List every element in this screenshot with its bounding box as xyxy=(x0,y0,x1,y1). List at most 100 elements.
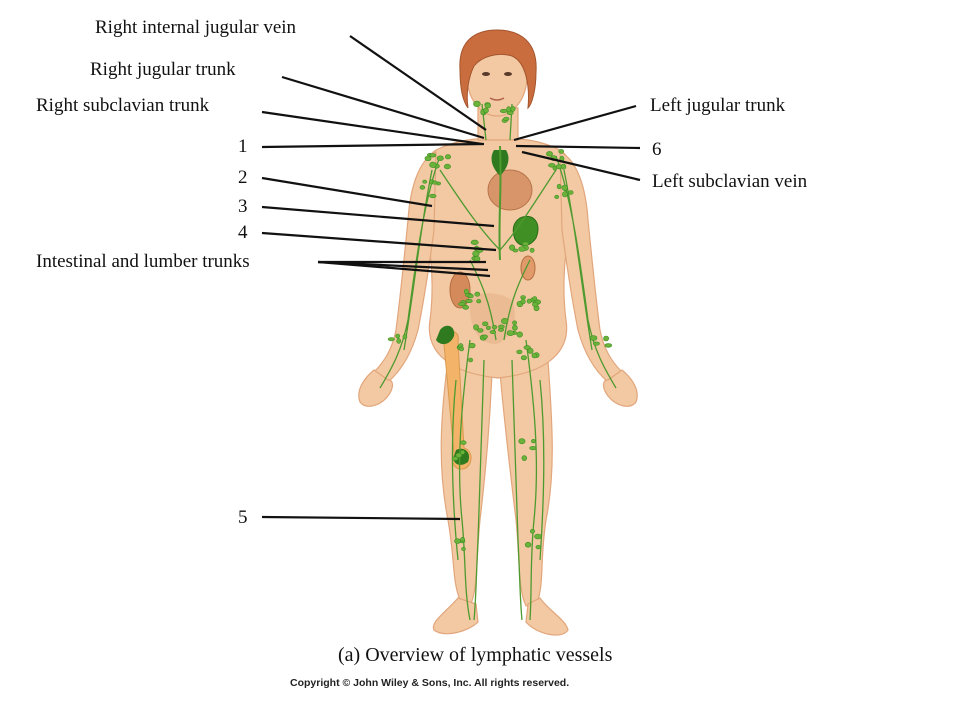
lymph-node xyxy=(458,346,464,352)
lymph-node xyxy=(527,347,534,354)
lymph-node xyxy=(531,439,536,444)
lymph-node xyxy=(512,248,519,253)
lymph-node xyxy=(468,357,473,363)
lymph-node xyxy=(604,343,613,348)
lymph-node xyxy=(532,301,539,307)
lymph-node xyxy=(396,338,402,344)
lymph-node xyxy=(560,163,567,170)
left-arm xyxy=(559,151,623,383)
lymph-node xyxy=(461,547,466,551)
lymph-node xyxy=(506,106,512,113)
lymph-node xyxy=(395,333,401,339)
lymph-node xyxy=(518,438,526,445)
label-right-jugular-trunk: Right jugular trunk xyxy=(90,59,236,80)
lymph-node xyxy=(429,161,437,168)
lymph-node xyxy=(474,291,481,297)
lymph-node xyxy=(468,342,476,349)
lymph-node xyxy=(589,335,598,341)
leader-right-internal-jugular-vein xyxy=(349,35,487,131)
lymph-node xyxy=(472,250,480,257)
leader-4 xyxy=(261,231,497,252)
lymph-node xyxy=(501,318,509,325)
lymph-node xyxy=(558,149,565,154)
lymph-node xyxy=(460,449,465,455)
lymph-node xyxy=(458,302,466,307)
leader-left-jugular-trunk xyxy=(513,104,637,142)
lymph-node xyxy=(510,106,516,112)
leader-lines xyxy=(261,35,641,521)
leader-1 xyxy=(261,142,485,149)
lymph-node xyxy=(429,153,437,158)
lymph-node xyxy=(524,541,532,548)
lymph-node xyxy=(529,528,535,534)
lymph-node xyxy=(455,452,462,458)
lymph-node xyxy=(526,298,532,304)
lymph-node xyxy=(470,239,479,245)
lymph-node xyxy=(562,191,568,198)
lymph-node xyxy=(477,328,484,333)
lymph-node xyxy=(518,246,526,252)
lymph-node xyxy=(592,341,600,346)
number-2: 2 xyxy=(238,167,248,188)
right-hand xyxy=(358,369,394,407)
lymph-node xyxy=(451,456,459,461)
lymph-node xyxy=(444,154,451,160)
right-foot xyxy=(432,597,479,635)
lymph-node xyxy=(467,293,474,299)
right-leg-vessels xyxy=(451,339,485,621)
label-left-jugular-trunk: Left jugular trunk xyxy=(650,95,786,116)
lymph-node xyxy=(476,299,482,304)
leader-left-subclavian-vein xyxy=(521,150,641,182)
label-intestinal-and-lumber-trunks: Intestinal and lumber trunks xyxy=(36,251,250,272)
label-left-subclavian-vein: Left subclavian vein xyxy=(652,171,808,192)
right-kidney xyxy=(449,271,471,309)
left-kidney xyxy=(520,255,536,281)
lymph-node xyxy=(422,179,428,184)
lymph-node xyxy=(503,116,510,122)
lymph-node xyxy=(424,155,432,162)
lymph-node xyxy=(512,320,517,326)
lymph-node xyxy=(554,194,560,199)
lymph-node xyxy=(436,155,444,161)
number-5: 5 xyxy=(238,507,248,528)
number-6: 6 xyxy=(652,139,662,160)
lymph-node xyxy=(484,103,491,109)
lymph-node xyxy=(521,455,527,461)
leader-right-jugular-trunk xyxy=(281,75,485,140)
leader-intestinal-b xyxy=(317,260,491,278)
left-eye xyxy=(504,72,512,76)
lymph-node xyxy=(497,327,504,332)
leader-5 xyxy=(261,515,461,521)
lymph-node xyxy=(489,330,497,335)
lymph-node xyxy=(460,536,465,542)
lymph-node xyxy=(491,325,498,330)
left-foot xyxy=(525,597,569,636)
lymph-node xyxy=(443,163,451,170)
lymph-node xyxy=(520,298,526,305)
lymph-node xyxy=(402,334,408,340)
lymph-node xyxy=(516,349,523,355)
leader-6 xyxy=(515,144,641,150)
hair xyxy=(459,29,537,110)
lymph-node xyxy=(529,247,535,253)
lymph-node xyxy=(546,151,553,157)
number-3: 3 xyxy=(238,196,248,217)
lymph-node xyxy=(499,108,508,114)
number-4: 4 xyxy=(238,222,248,243)
thoracic-duct xyxy=(498,145,502,261)
torso xyxy=(421,137,575,379)
lymph-node xyxy=(603,335,609,342)
lymph-node xyxy=(534,533,542,540)
lymph-node xyxy=(568,190,574,195)
lymph-node xyxy=(548,163,556,168)
lymph-node xyxy=(531,352,537,359)
lymph-node xyxy=(516,331,523,338)
lymph-node xyxy=(431,180,438,185)
left-leg xyxy=(499,359,553,607)
lymph-node xyxy=(473,324,479,331)
label-right-internal-jugular-vein: Right internal jugular vein xyxy=(95,17,297,38)
right-arm-vessels xyxy=(379,155,441,389)
lymph-node xyxy=(473,100,481,107)
